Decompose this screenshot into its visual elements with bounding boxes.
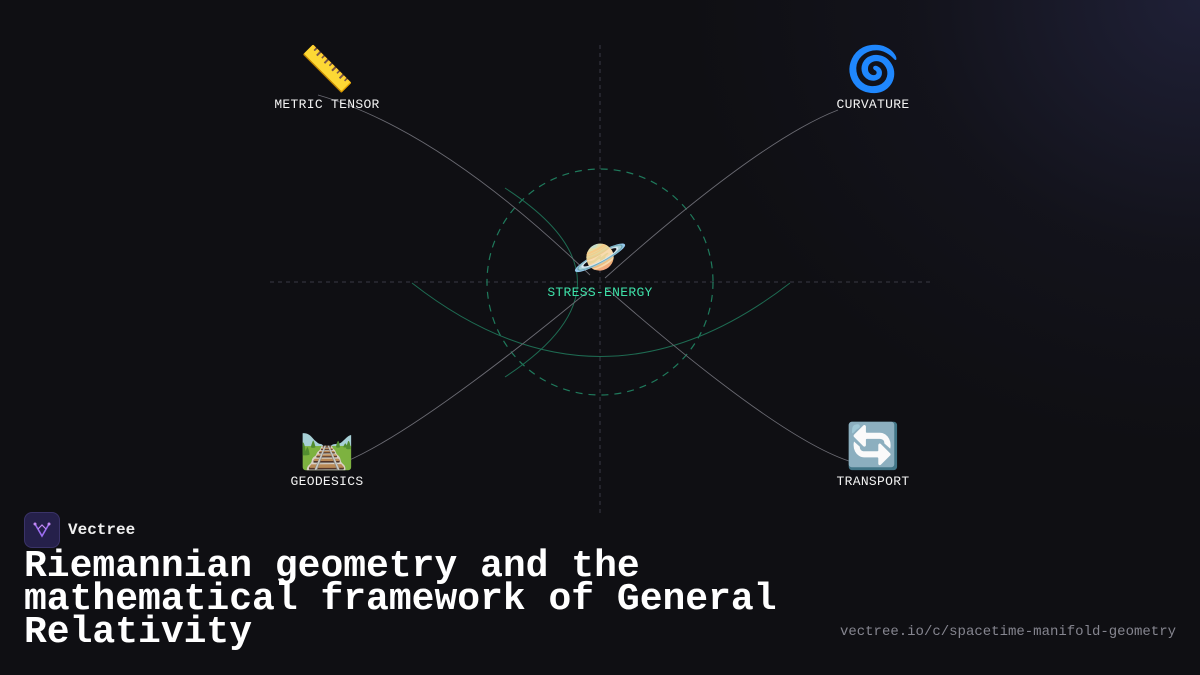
connector-curvature — [604, 109, 839, 279]
connector-transport — [605, 287, 853, 463]
connector-metric — [317, 94, 591, 276]
node-label: CURVATURE — [836, 97, 910, 112]
railway-track-icon: 🛤️ — [299, 421, 355, 472]
connector-geodesics — [344, 287, 593, 463]
node-label: TRANSPORT — [836, 474, 910, 489]
node-geodesics: 🛤️ GEODESICS — [237, 421, 417, 490]
ringed-planet-icon: 🪐 — [572, 232, 628, 283]
brand: Vectree — [24, 512, 135, 548]
node-curvature: 🌀 CURVATURE — [783, 44, 963, 113]
cyclone-icon: 🌀 — [845, 44, 901, 95]
orbit-circle — [486, 168, 714, 396]
page-url[interactable]: vectree.io/c/spacetime-manifold-geometry — [839, 624, 1176, 640]
brand-name: Vectree — [68, 521, 136, 539]
vectree-logo-icon — [24, 512, 60, 548]
geodesic-arc-left — [504, 187, 578, 378]
ruler-icon: 📏 — [299, 44, 355, 95]
page-title: Riemannian geometry and the mathematical… — [24, 545, 777, 654]
node-label: METRIC TENSOR — [274, 97, 380, 112]
geodesic-arc-bottom — [411, 282, 791, 357]
node-metric-tensor: 📏 METRIC TENSOR — [237, 44, 417, 113]
node-label: GEODESICS — [290, 474, 364, 489]
node-transport: 🔄 TRANSPORT — [783, 421, 963, 490]
node-stress-energy: 🪐 STRESS-ENERGY — [510, 232, 690, 301]
node-label: STRESS-ENERGY — [547, 285, 653, 300]
arrows-cycle-icon: 🔄 — [845, 421, 901, 472]
